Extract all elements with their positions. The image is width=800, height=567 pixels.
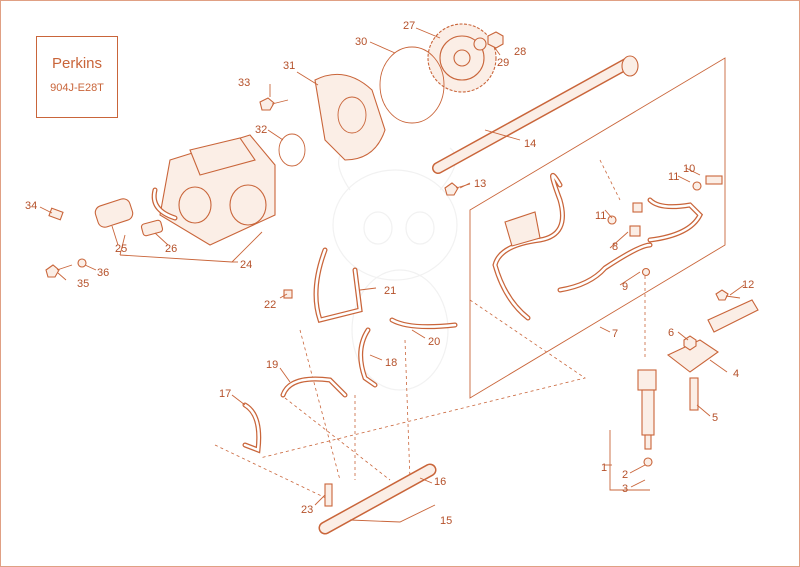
fuel-return-pipes — [492, 172, 704, 321]
callout-9: 9 — [622, 281, 628, 293]
callout-7: 7 — [612, 328, 618, 340]
callout-27: 27 — [403, 20, 415, 32]
callout-6: 6 — [668, 327, 674, 339]
callout-29: 29 — [497, 57, 509, 69]
fuel-pipe-19 — [280, 376, 348, 398]
bracket-15 — [349, 504, 436, 523]
callout-22: 22 — [264, 299, 276, 311]
fuel-control-solenoid — [94, 198, 134, 228]
callout-21: 21 — [384, 285, 396, 297]
fuel-pipe-20 — [389, 317, 458, 330]
callout-15: 15 — [440, 515, 452, 527]
callout-11-lower: 11 — [595, 210, 606, 222]
callout-17: 17 — [219, 388, 231, 400]
callout-8: 8 — [612, 241, 618, 253]
leader-lines — [39, 27, 745, 506]
rail-pressure-sensor-23 — [324, 483, 333, 507]
callout-14: 14 — [524, 138, 536, 150]
callout-32: 32 — [255, 124, 267, 136]
pump-adaptor-housing — [314, 73, 386, 161]
dashed-guide-a — [259, 299, 586, 459]
fitting-11 — [632, 202, 643, 213]
callout-26: 26 — [165, 243, 177, 255]
stud-5 — [689, 377, 699, 411]
callout-1: 1 — [601, 462, 607, 474]
callout-12: 12 — [742, 279, 754, 291]
plug-34 — [48, 207, 64, 221]
callout-2: 2 — [622, 469, 628, 481]
callout-34: 34 — [25, 200, 37, 212]
callout-4: 4 — [733, 368, 739, 380]
brand-model: 904J-E28T — [50, 82, 104, 94]
clamp-bar — [707, 299, 759, 333]
pressure-sensor — [140, 219, 164, 237]
bolt-10 — [705, 175, 723, 185]
common-rail — [318, 463, 437, 535]
bracket-1 — [609, 430, 650, 491]
callout-3: 3 — [622, 483, 628, 495]
callout-labels: 1 2 3 4 5 6 7 8 9 10 11 11 12 13 14 15 1… — [25, 20, 754, 527]
bolt-13 — [444, 182, 471, 196]
callout-5: 5 — [712, 412, 718, 424]
washer — [473, 37, 487, 51]
callout-16: 16 — [434, 476, 446, 488]
group-7-frame — [469, 57, 726, 399]
callout-20: 20 — [428, 336, 440, 348]
fuel-injector — [637, 369, 657, 450]
callout-19: 19 — [266, 359, 278, 371]
fitting-8 — [629, 225, 641, 237]
dashed-guide-c — [284, 397, 391, 481]
bracket-24 — [119, 254, 233, 263]
callout-23: 23 — [301, 504, 313, 516]
gasket-ring — [379, 46, 445, 124]
callout-10: 10 — [683, 163, 695, 175]
callout-25: 25 — [115, 243, 127, 255]
washer-36 — [77, 258, 87, 268]
washer-11 — [607, 215, 617, 225]
dashed-guide-b — [214, 444, 331, 501]
callout-35: 35 — [77, 278, 89, 290]
fuel-pipe-21 — [313, 247, 363, 323]
nut — [487, 31, 504, 49]
small-o-ring — [278, 133, 306, 167]
fuel-rail-upper — [432, 55, 639, 174]
fuel-pipe-17 — [242, 402, 262, 454]
fuel-pipe-18 — [358, 327, 378, 388]
bolt-33 — [259, 97, 289, 111]
watermark-mascot — [332, 147, 458, 391]
brand-box: Perkins 904J-E28T — [36, 36, 118, 118]
callout-33: 33 — [238, 77, 250, 89]
seal-washer-2 — [643, 457, 653, 467]
callout-28: 28 — [514, 46, 526, 58]
callout-13: 13 — [474, 178, 486, 190]
washer-9 — [641, 267, 651, 277]
callout-11-upper: 11 — [668, 171, 679, 183]
dashed-guide-f — [404, 339, 411, 481]
brand-name: Perkins — [51, 55, 103, 72]
callout-30: 30 — [355, 36, 367, 48]
dashed-guide-h — [599, 159, 621, 201]
callout-31: 31 — [283, 60, 295, 72]
drive-gear — [427, 23, 497, 93]
bolt-35 — [45, 264, 73, 278]
bolt-12 — [715, 289, 741, 301]
callout-24: 24 — [240, 259, 252, 271]
washer-10 — [692, 181, 702, 191]
callout-36: 36 — [97, 267, 109, 279]
dashed-guide-e — [299, 329, 341, 481]
callout-18: 18 — [385, 357, 397, 369]
pipe-clip-22 — [283, 289, 293, 299]
fuel-pump-assembly — [151, 134, 276, 246]
